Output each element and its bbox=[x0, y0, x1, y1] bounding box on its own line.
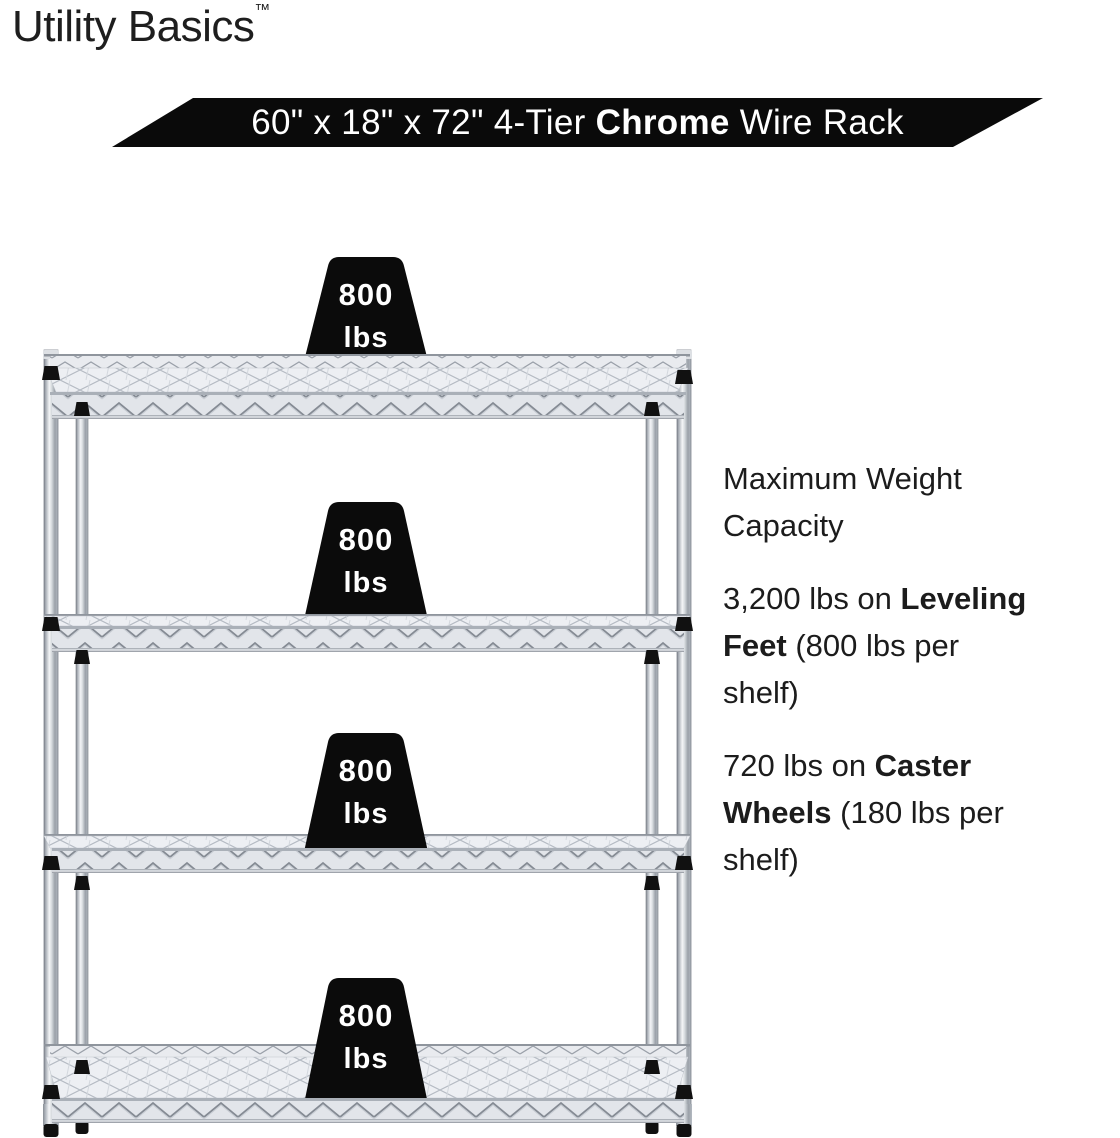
weight-badge-1: 800 lbs bbox=[304, 257, 428, 361]
info-heading: Maximum Weight Capacity bbox=[723, 455, 1120, 549]
shelf-3-front-truss bbox=[52, 851, 684, 869]
front-foot-left-tip bbox=[75, 1121, 89, 1134]
trademark-symbol: ™ bbox=[254, 2, 271, 19]
shelf-1-front-truss bbox=[52, 395, 684, 415]
collar bbox=[74, 876, 90, 890]
shelf-2-top-rail bbox=[52, 626, 684, 629]
p2-text: shelf) bbox=[723, 842, 799, 877]
p2-text: 720 lbs on bbox=[723, 748, 875, 783]
front-post-left bbox=[75, 395, 89, 1109]
badge-4-value: 800 bbox=[339, 998, 394, 1033]
collar bbox=[675, 856, 693, 870]
shelf-2-mesh bbox=[43, 615, 691, 627]
shelf-4-front bbox=[52, 1098, 684, 1123]
collar bbox=[74, 650, 90, 664]
brand-name: Utility Basics bbox=[12, 2, 255, 51]
badge-2-unit: lbs bbox=[344, 567, 389, 599]
shelf-4-top-rail bbox=[52, 1098, 684, 1101]
p1-bold: Leveling bbox=[900, 581, 1027, 616]
collar bbox=[74, 402, 90, 416]
shelf-2-rear-rail bbox=[44, 614, 690, 617]
p2-bold: Wheels bbox=[723, 795, 832, 830]
shelf-2-bottom-rail bbox=[52, 648, 684, 652]
info-text-block: Maximum Weight Capacity 3,200 lbs on Lev… bbox=[723, 455, 1120, 883]
badge-1-unit: lbs bbox=[344, 322, 389, 354]
title-banner: 60" x 18" x 72" 4-Tier Chrome Wire Rack bbox=[112, 98, 1043, 147]
badge-1-value: 800 bbox=[339, 277, 394, 312]
collar bbox=[644, 650, 660, 664]
p1-text: 3,200 lbs on bbox=[723, 581, 901, 616]
weight-badge-2: 800 lbs bbox=[304, 502, 428, 620]
badge-3-unit: lbs bbox=[344, 798, 389, 830]
leveling-foot-left-tip bbox=[43, 1124, 59, 1137]
badge-4-unit: lbs bbox=[344, 1043, 389, 1075]
shelf-1-rear-rail bbox=[44, 354, 690, 357]
shelf-1 bbox=[44, 354, 690, 419]
collar bbox=[42, 617, 60, 631]
shelf-1-mid-rail bbox=[50, 392, 686, 395]
collar bbox=[675, 1085, 693, 1099]
collar bbox=[644, 876, 660, 890]
collar bbox=[644, 1060, 660, 1074]
shelf-1-mesh bbox=[45, 367, 689, 393]
collar bbox=[675, 617, 693, 631]
post-collars bbox=[42, 366, 693, 1099]
info-heading-line1: Maximum Weight bbox=[723, 461, 962, 496]
rear-post-right bbox=[676, 349, 692, 1107]
collar bbox=[42, 366, 60, 380]
weight-badge-4: 800 lbs bbox=[304, 978, 428, 1104]
badge-2-value: 800 bbox=[339, 522, 394, 557]
badge-3-value: 800 bbox=[339, 753, 394, 788]
shelf-1-rear-truss bbox=[50, 356, 686, 368]
shelf-3-bottom-rail bbox=[52, 869, 684, 873]
collar bbox=[42, 856, 60, 870]
p2-text: (180 lbs per bbox=[831, 795, 1004, 830]
shelf-3-front bbox=[52, 848, 684, 873]
shelf-4-front-truss bbox=[52, 1101, 684, 1119]
shelf-4-bottom-rail bbox=[52, 1119, 684, 1123]
shelf-2 bbox=[43, 614, 691, 652]
banner-text: 60" x 18" x 72" 4-Tier Chrome Wire Rack bbox=[251, 103, 904, 143]
front-foot-right-tip bbox=[645, 1121, 659, 1134]
banner-text-highlight: Chrome bbox=[595, 102, 730, 142]
collar bbox=[74, 1060, 90, 1074]
collar bbox=[675, 370, 693, 384]
info-heading-line2: Capacity bbox=[723, 508, 844, 543]
p1-text: (800 lbs per bbox=[786, 628, 960, 663]
p1-bold: Feet bbox=[723, 628, 787, 663]
shelf-2-front-truss bbox=[52, 629, 684, 648]
collar bbox=[42, 1085, 60, 1099]
banner-text-pre: 60" x 18" x 72" 4-Tier bbox=[251, 102, 596, 142]
p1-text: shelf) bbox=[723, 675, 799, 710]
p2-bold: Caster bbox=[874, 748, 972, 783]
leveling-foot-right-tip bbox=[676, 1124, 692, 1137]
rear-post-left bbox=[43, 349, 59, 1107]
front-post-right bbox=[645, 395, 659, 1109]
banner-text-post: Wire Rack bbox=[729, 102, 904, 142]
collar bbox=[644, 402, 660, 416]
shelf-1-bottom-rail bbox=[52, 415, 684, 419]
shelf-3-top-rail bbox=[52, 848, 684, 851]
brand-logo: Utility Basics™ bbox=[12, 2, 270, 52]
weight-badge-3: 800 lbs bbox=[304, 733, 428, 852]
